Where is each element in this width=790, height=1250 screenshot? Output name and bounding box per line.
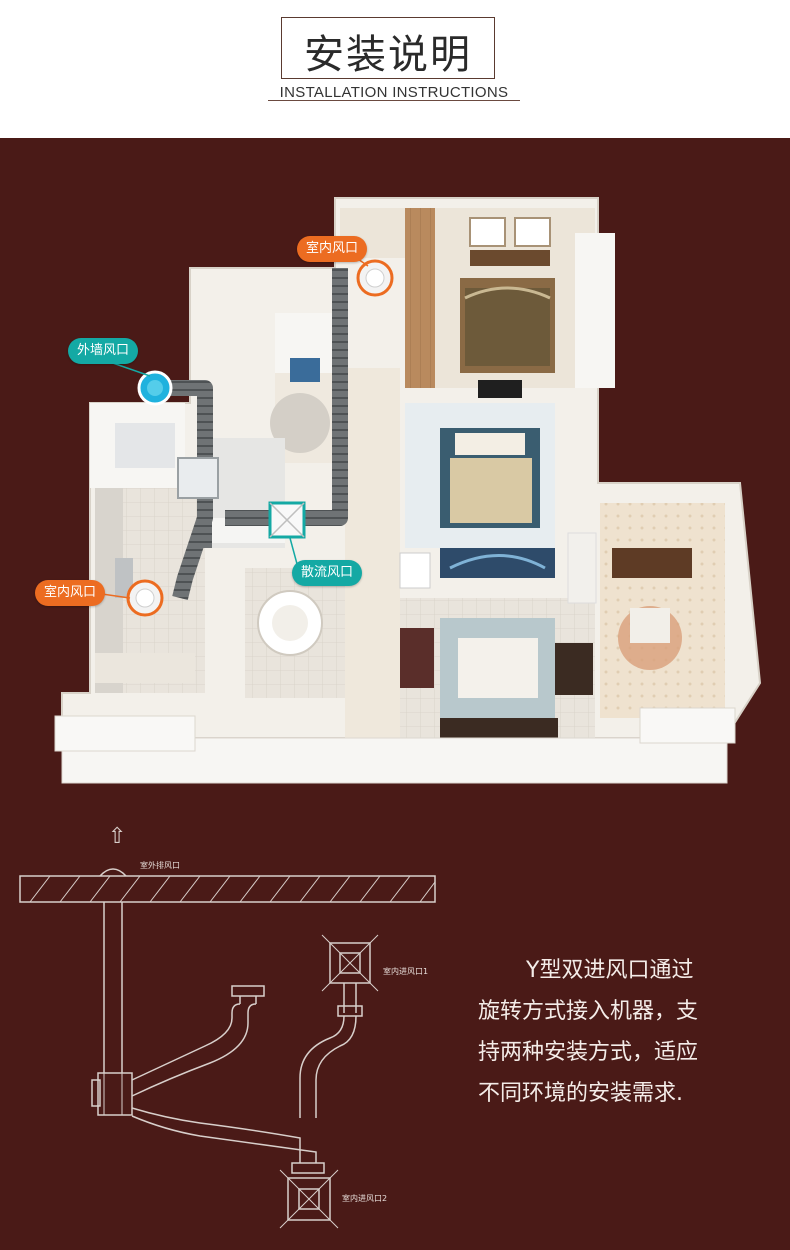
ceiling-slab [19,875,436,903]
tag-indoor-vent-top: 室内风口 [297,236,368,262]
ventilation-unit-icon [177,457,219,499]
description-block: Y型双进风口通过 旋转方式接入机器，支 持两种安装方式，适应 不同环境的安装需求… [478,950,778,1114]
description-line-4: 不同环境的安装需求. [478,1081,683,1106]
tag-diffuser-vent: 散流风口 [292,560,363,586]
label-indoor-inlet-2: 室内进风口2 [342,1194,388,1203]
inlet-2-box [287,1177,331,1221]
tag-indoor-vent-left: 室内风口 [35,580,106,606]
corridor [345,368,400,738]
machine-body [97,1072,133,1116]
installation-diagram [19,868,436,1229]
duct-vertical [225,268,348,526]
tag-outer-wall-vent: 外墙风口 [68,338,139,364]
title-frame [281,17,495,79]
floorplan-illustration [54,197,762,784]
inlet-1-box [329,942,371,984]
label-indoor-inlet-1: 室内进风口1 [383,967,429,976]
vertical-duct [103,902,123,1073]
outdoor-exhaust-cap [99,868,127,877]
header-section: 安装说明 INSTALLATION INSTRUCTIONS [0,0,790,138]
description-line-1: Y型双进风口通过 [526,958,694,983]
duct-to-inlet-1 [131,1003,257,1097]
page-subtitle: INSTALLATION INSTRUCTIONS [279,84,509,101]
label-outdoor-exhaust: 室外排风口 [140,861,180,870]
duct-to-inlet-2 [131,1107,317,1163]
arrow-up-icon: ⇧ [108,824,127,849]
description-line-3: 持两种安装方式，适应 [478,1040,699,1065]
bedroom-1-wood-wall [405,208,435,388]
duct-from-inlet-1 [299,1015,357,1118]
subtitle-underline [268,100,520,101]
description-line-2: 旋转方式接入机器，支 [478,999,699,1024]
bedroom-1-wall-right [575,233,615,388]
slab-hatching [29,875,436,903]
page-title: 安装说明 [304,32,472,78]
